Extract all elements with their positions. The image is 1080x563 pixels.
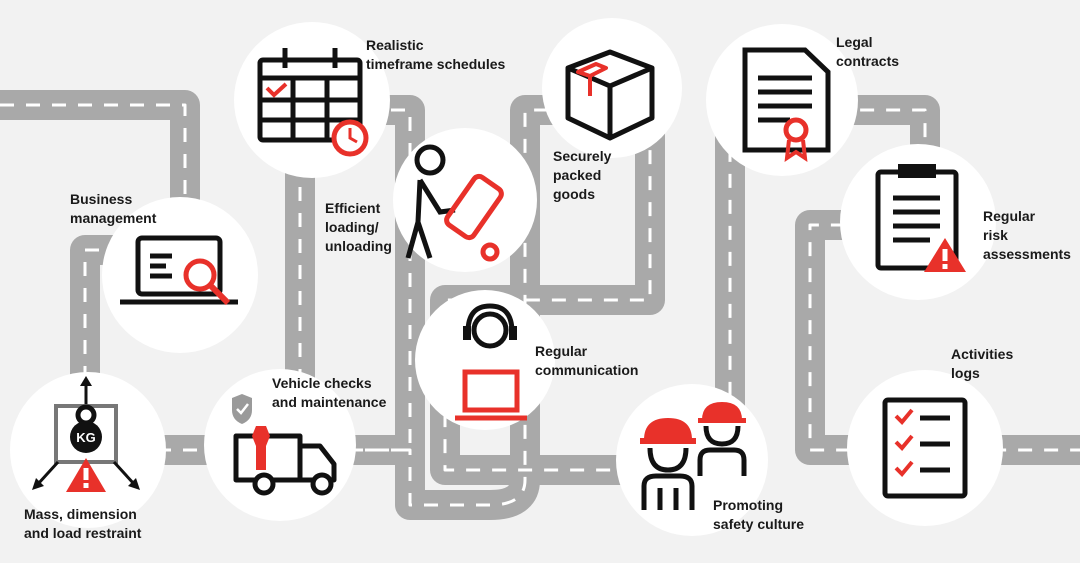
label-risk-assessments: Regular risk assessments (983, 208, 1071, 262)
label-activities-logs: Activities logs (951, 346, 1014, 381)
box-icon (565, 49, 655, 141)
clipboard-warning-icon (875, 164, 966, 272)
road-path (0, 90, 1080, 520)
label-safety-culture: Promoting safety culture (713, 497, 805, 532)
label-loading-unloading: Efficient loading/ unloading (325, 200, 392, 254)
label-regular-communication: Regular communication (535, 343, 639, 378)
circle-communication (415, 290, 555, 430)
workers-hardhat-icon (640, 402, 747, 510)
circle-activities (847, 370, 1003, 526)
label-timeframe-schedules: Realistic timeframe schedules (366, 37, 506, 72)
contract-document-icon (742, 47, 831, 163)
laptop-magnifier-icon (120, 235, 238, 306)
kg-label: KG (76, 430, 96, 445)
headset-agent-icon (455, 303, 527, 421)
circle-loading (393, 128, 537, 272)
kettlebell-frame-icon: KG (32, 376, 140, 492)
checklist-icon (882, 397, 968, 499)
person-trolley-icon (405, 144, 504, 262)
truck-wrench-icon (232, 394, 337, 496)
calendar-clock-icon (257, 48, 369, 157)
label-packed-goods: Securely packed goods (553, 148, 612, 202)
label-legal-contracts: Legal contracts (836, 34, 900, 69)
label-mass-dimension: Mass, dimension and load restraint (24, 506, 142, 541)
label-vehicle-checks: Vehicle checks and maintenance (272, 375, 387, 410)
label-business-management: Business management (70, 191, 157, 226)
